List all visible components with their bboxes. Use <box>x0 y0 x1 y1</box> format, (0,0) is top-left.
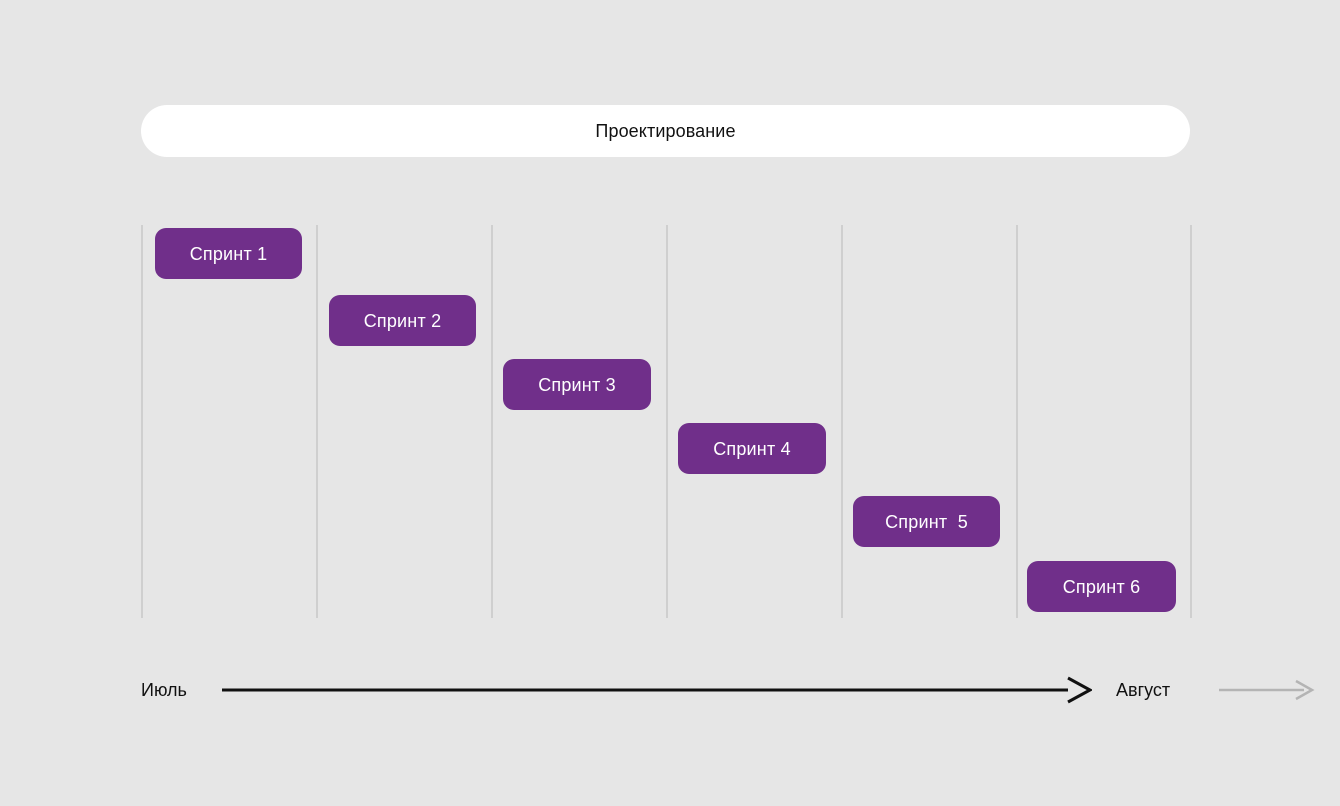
timeline-gridline-7 <box>1190 225 1192 618</box>
timeline-gridline-3 <box>491 225 493 618</box>
sprint-chip[interactable]: Спринт 2 <box>329 295 476 346</box>
timeline-gridline-5 <box>841 225 843 618</box>
sprint-chip[interactable]: Спринт 3 <box>503 359 651 410</box>
axis-label-end-month: Август <box>1116 680 1171 700</box>
sprint-chip[interactable]: Спринт 6 <box>1027 561 1176 612</box>
phase-header-bar: Проектирование <box>141 105 1190 157</box>
timeline-arrow-july-to-august <box>222 676 1092 704</box>
sprint-chip-label: Спринт 4 <box>713 438 791 459</box>
timeline-axis: Июль Август <box>0 660 1340 720</box>
sprint-chip-label: Спринт 2 <box>363 310 442 331</box>
timeline-gridline-2 <box>316 225 318 618</box>
sprint-chip-label: Спринт 3 <box>538 374 616 395</box>
sprint-chip[interactable]: Спринт 1 <box>155 228 302 279</box>
sprint-chip[interactable]: Спринт 4 <box>678 423 826 474</box>
page-title: Проектирование <box>595 121 736 141</box>
sprint-chip[interactable]: Спринт 5 <box>853 496 1000 547</box>
sprint-chip-label: Спринт 5 <box>885 511 968 532</box>
timeline-gridline-1 <box>141 225 143 618</box>
axis-label-start-month: Июль <box>141 680 187 700</box>
timeline-gridline-4 <box>666 225 668 618</box>
timeline-arrow-beyond-august <box>1219 679 1315 701</box>
timeline-gridline-6 <box>1016 225 1018 618</box>
sprint-chip-label: Спринт 6 <box>1062 576 1141 597</box>
sprint-chip-label: Спринт 1 <box>189 243 268 264</box>
